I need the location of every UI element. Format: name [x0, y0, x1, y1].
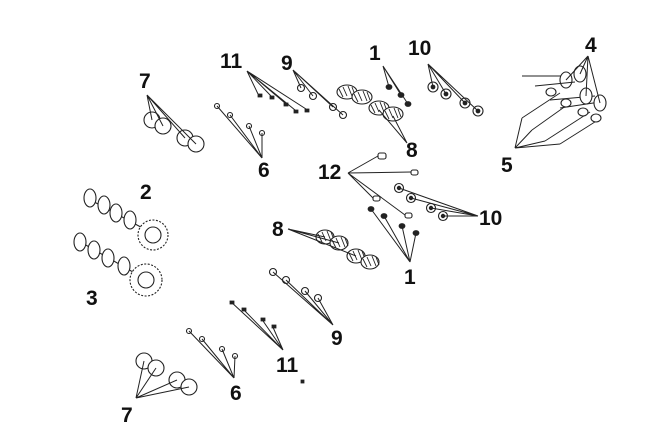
valve — [522, 71, 573, 89]
valve — [549, 87, 596, 105]
callout-6-bottom: 6 — [230, 382, 242, 405]
o-ring-group-bottom — [268, 267, 323, 303]
spring-seat-group-top — [427, 81, 484, 117]
valve — [531, 98, 572, 131]
valve-collet-group-mid — [367, 206, 420, 236]
callout-9-top: 9 — [281, 52, 293, 75]
callout-1-mid: 1 — [404, 266, 416, 289]
callout-8-mid: 8 — [272, 218, 284, 241]
callout-10-top: 10 — [408, 37, 431, 60]
callout-11-top: 11 — [220, 50, 243, 73]
callout-7-bottom: 7 — [121, 404, 133, 427]
callout-7-top: 7 — [139, 70, 151, 93]
valve-spring — [360, 254, 380, 270]
callout-1-top: 1 — [369, 42, 381, 65]
callout-5: 5 — [501, 154, 513, 177]
callout-2: 2 — [140, 181, 152, 204]
callout-6-top: 6 — [258, 159, 270, 182]
retainer-group — [372, 152, 419, 219]
tappet-group-top — [143, 111, 205, 153]
valve — [559, 113, 602, 145]
camshaft-exhaust — [73, 232, 163, 297]
callout-11-bottom: 11 — [276, 354, 299, 377]
camshaft-intake — [83, 188, 169, 251]
shim-group-top — [213, 102, 266, 137]
valve-group — [521, 65, 607, 145]
valve-spring — [351, 89, 373, 105]
tappet-group-bottom — [135, 352, 198, 396]
callout-4: 4 — [585, 34, 597, 57]
shim-group-bottom — [185, 327, 239, 360]
valve-spring-group-top — [336, 84, 404, 122]
callout-12: 12 — [318, 161, 341, 184]
leader-lines — [135, 55, 601, 399]
callout-9-bottom: 9 — [331, 327, 343, 350]
callout-labels: 1 10 4 11 9 7 8 6 5 2 12 10 3 8 1 9 11 6… — [86, 34, 597, 427]
valve — [521, 87, 561, 119]
callout-3: 3 — [86, 287, 98, 310]
callout-8-top: 8 — [406, 139, 418, 162]
stem-seal-group-top — [257, 93, 310, 114]
valve — [544, 107, 591, 142]
callout-10-mid: 10 — [479, 207, 502, 230]
valve-spring-group-mid — [315, 229, 380, 270]
